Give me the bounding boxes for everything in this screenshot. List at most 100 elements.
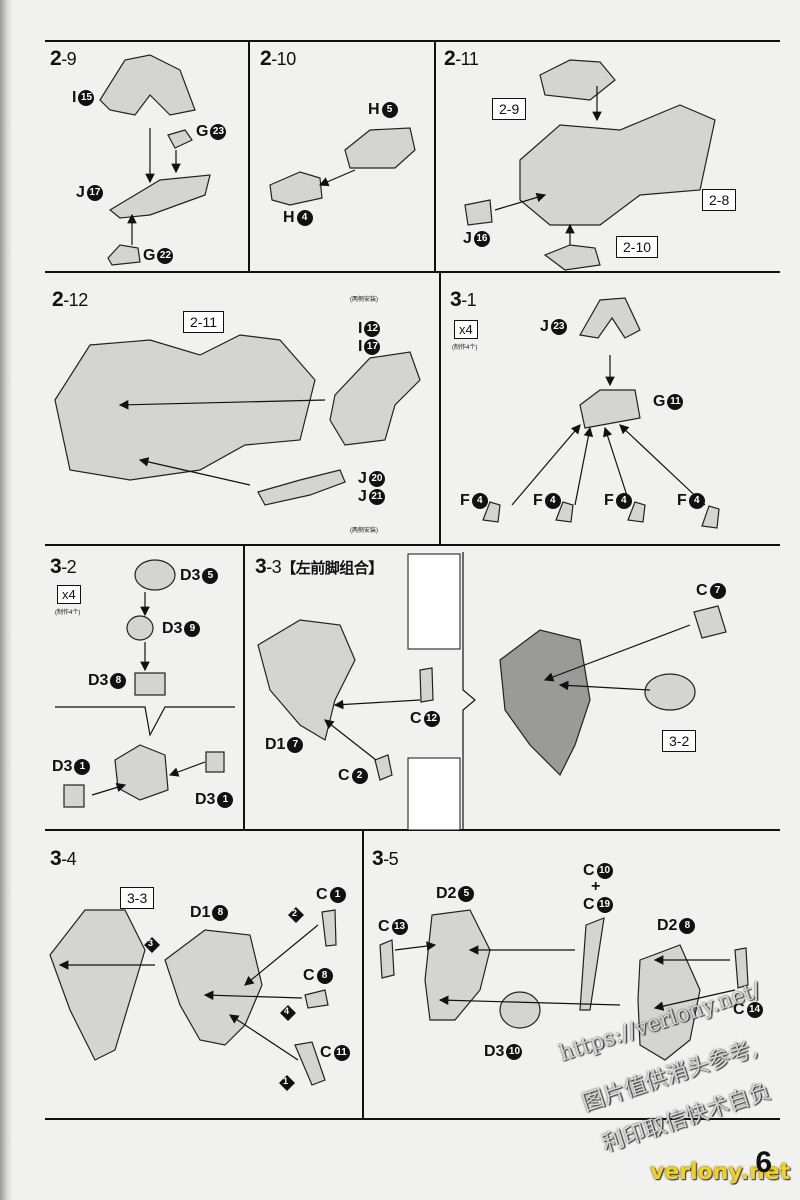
rule-row2 (45, 544, 780, 546)
part-g23 (167, 129, 193, 149)
order-diamond-3 (144, 937, 160, 953)
part-h4 (269, 171, 323, 206)
part-g22 (107, 244, 141, 266)
part-d18-assembly (164, 929, 263, 1046)
rule-bottom (45, 1118, 780, 1120)
ref-3-2: 3-2 (662, 730, 697, 752)
step-2-12: 2-12 (52, 288, 88, 311)
quantity-3-2: x4 (57, 585, 81, 604)
order-3: 3 (148, 938, 154, 948)
arrow-13 (603, 426, 631, 506)
part-j16 (464, 199, 493, 226)
order-4: 4 (284, 1006, 290, 1016)
part-d31-left (63, 784, 85, 808)
part-d39 (126, 615, 154, 641)
part-torso (519, 104, 716, 226)
divider-a (248, 42, 250, 271)
arrow-26 (228, 1014, 299, 1061)
part-h5 (344, 127, 416, 169)
part-c8 (304, 989, 329, 1009)
part-d31-right (205, 751, 225, 773)
arrow-22 (558, 680, 651, 691)
part-leg-assembled (499, 629, 591, 777)
divider-e (362, 831, 364, 1118)
watermark-site: verlony.net (650, 1160, 791, 1185)
arrow-11 (511, 424, 581, 506)
part-c1 (321, 909, 337, 947)
arrow-17 (91, 782, 127, 796)
page-binding-edge (0, 0, 12, 1200)
order-diamond-1 (279, 1075, 295, 1091)
ref-3-3: 3-3 (120, 887, 155, 909)
part-f4-4 (701, 505, 720, 529)
arrow-12 (574, 426, 594, 506)
order-1: 1 (283, 1076, 289, 1086)
order-2: 2 (292, 908, 298, 918)
part-body-assembled (54, 334, 316, 481)
detail-box-2 (407, 757, 461, 831)
part-2-9-sub (539, 59, 616, 101)
arrow-14 (619, 424, 706, 506)
arrow-31 (653, 989, 736, 1011)
ref-2-8: 2-8 (702, 189, 737, 211)
arrow-21 (543, 624, 691, 682)
page-number: 6 (755, 1146, 772, 1179)
part-2-10-sub (543, 244, 601, 271)
order-diamond-2 (288, 907, 304, 923)
step-3-4: 3-4 (50, 847, 77, 870)
divider-c (439, 273, 441, 544)
detail-box-1 (407, 553, 461, 650)
part-d35 (134, 559, 176, 591)
arrow-27 (394, 941, 437, 951)
part-c11 (294, 1041, 326, 1086)
arrow-9 (138, 457, 251, 486)
part-j20-j21 (257, 469, 346, 506)
order-diamond-4 (280, 1005, 296, 1021)
arrow-29 (438, 995, 621, 1006)
quantity-3-1: x4 (454, 320, 478, 339)
part-blade (579, 917, 605, 1011)
arrow-8 (118, 399, 326, 410)
step-3-5: 3-5 (372, 847, 399, 870)
arrow-4 (318, 169, 356, 187)
rule-top (45, 40, 780, 42)
step-2-9: 2-9 (50, 47, 77, 70)
arrow-20 (324, 719, 377, 761)
part-c12 (419, 667, 434, 703)
part-g11 (579, 389, 641, 429)
part-i15 (99, 54, 196, 116)
callout-bracket (55, 706, 235, 737)
part-d31-assembled (114, 744, 169, 801)
step-3-1: 3-1 (450, 288, 477, 311)
divider-b (434, 42, 436, 271)
part-c14 (734, 947, 749, 989)
part-f4-2 (555, 501, 574, 523)
zoom-bubble (462, 552, 476, 829)
both-sides-bottom: (两侧安装) (350, 528, 378, 534)
